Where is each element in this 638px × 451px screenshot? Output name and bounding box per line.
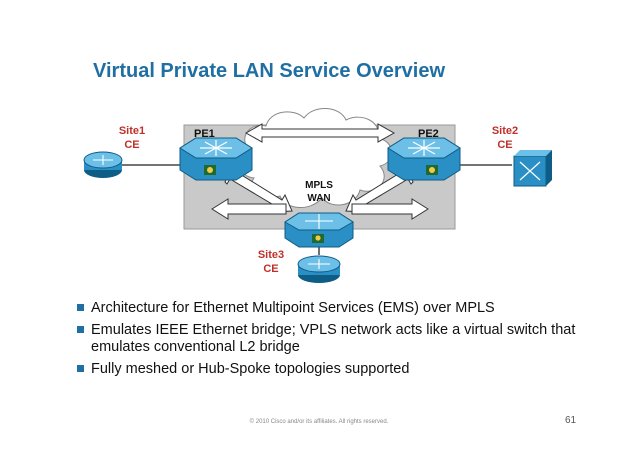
cloud-label-line1: MPLS [305, 180, 333, 191]
slide-title: Virtual Private LAN Service Overview [93, 60, 446, 82]
bullet-item: Emulates IEEE Ethernet bridge; VPLS netw… [77, 322, 597, 356]
cloud-label-line2: WAN [307, 193, 330, 204]
pe1-label: PE1 [194, 128, 215, 140]
bullet-text: Emulates IEEE Ethernet bridge; VPLS netw… [91, 322, 576, 355]
site2-role: CE [497, 139, 512, 151]
copyright-footer: © 2010 Cisco and/or its affiliates. All … [249, 419, 389, 425]
arrow-lower [211, 198, 429, 220]
page-number: 61 [565, 415, 577, 426]
bullet-square-icon [77, 326, 84, 333]
site1-ce-router-icon [83, 151, 123, 178]
pe2-label: PE2 [418, 128, 439, 140]
pe2-router-icon [387, 137, 461, 181]
bullet-text: Fully meshed or Hub-Spoke topologies sup… [91, 361, 410, 377]
bullet-square-icon [77, 365, 84, 372]
site2-ce-switch-icon [513, 150, 552, 187]
site3-ce-router-icon [297, 255, 341, 283]
site2-name: Site2 [492, 125, 518, 137]
site1-name: Site1 [119, 125, 145, 137]
pe3-router-icon [284, 212, 354, 248]
bullet-list: Architecture for Ethernet Multipoint Ser… [77, 300, 597, 383]
bullet-square-icon [77, 304, 84, 311]
site3-name: Site3 [258, 249, 284, 261]
pe1-router-icon [179, 137, 253, 181]
bullet-item: Architecture for Ethernet Multipoint Ser… [77, 300, 597, 317]
bullet-item: Fully meshed or Hub-Spoke topologies sup… [77, 361, 597, 378]
arrow-pe1-pe2 [244, 123, 396, 143]
site3-role: CE [263, 263, 278, 275]
bullet-text: Architecture for Ethernet Multipoint Ser… [91, 300, 495, 316]
site1-role: CE [124, 139, 139, 151]
